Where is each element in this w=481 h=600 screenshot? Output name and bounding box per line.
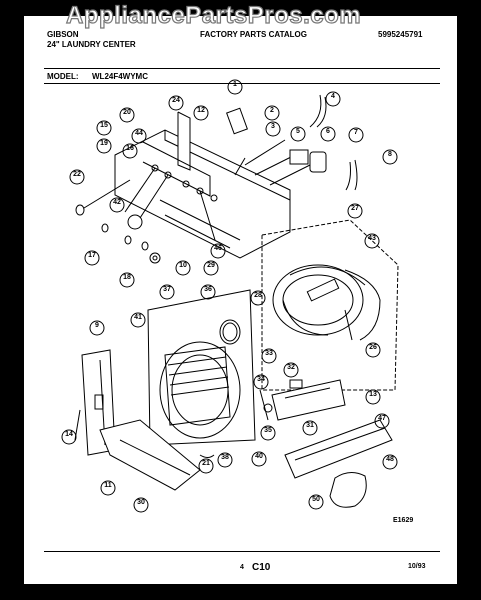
callout-44: 44 [135,130,143,137]
callout-36: 36 [204,286,212,293]
drum-assembly [261,219,399,391]
callout-14: 14 [65,431,73,438]
callout-33: 33 [265,350,273,357]
part-number: 5995245791 [378,30,423,39]
callout-16: 16 [126,145,134,152]
callout-19: 19 [100,140,108,147]
product-label: 24" LAUNDRY CENTER [47,40,136,49]
callout-50: 50 [312,496,320,503]
callout-13: 13 [369,391,377,398]
callout-9: 9 [95,322,99,329]
callout-7: 7 [354,129,358,136]
callout-6: 6 [326,128,330,135]
callout-48: 48 [386,456,394,463]
callout-2: 2 [270,107,274,114]
callout-bubbles [61,79,398,513]
callout-21: 21 [202,460,210,467]
heater-assembly [259,379,393,508]
callout-28: 28 [254,292,262,299]
callout-12: 12 [197,107,205,114]
callout-15: 15 [100,122,108,129]
watermark: AppliancePartsPros.com [65,1,362,29]
callout-4: 4 [331,93,335,100]
callout-24: 24 [172,97,180,104]
callout-40: 40 [255,453,263,460]
callout-20: 20 [123,109,131,116]
header-rule-bottom [44,83,440,84]
callout-29: 29 [207,262,215,269]
model-number: WL24F4WYMC [92,72,148,81]
brand-label: GIBSON [47,30,79,39]
callout-11: 11 [104,482,112,489]
control-panel-assembly [75,94,358,264]
callout-47: 47 [378,415,386,422]
callout-17: 17 [88,252,96,259]
callout-42: 42 [113,199,121,206]
callout-46: 46 [214,245,222,252]
callout-18: 18 [123,274,131,281]
footer-date: 10/93 [408,563,426,570]
footer-page: C10 [252,562,271,573]
callout-10: 10 [179,262,187,269]
callout-3: 3 [271,123,275,130]
figure-number: E1629 [393,517,414,524]
callout-32: 32 [287,364,295,371]
callout-31: 31 [306,422,314,429]
catalog-title: FACTORY PARTS CATALOG [200,30,307,39]
callout-43: 43 [368,235,376,242]
callout-35: 35 [264,427,272,434]
header-rule-top [44,68,440,69]
callout-37: 37 [163,286,171,293]
callout-26: 26 [369,344,377,351]
model-label: MODEL: [47,72,79,81]
callout-34: 34 [257,376,265,383]
callout-27: 27 [351,205,359,212]
footer-rule [44,551,440,552]
callout-5: 5 [296,128,300,135]
footer-left: 4 [240,564,244,571]
callout-30: 30 [137,499,145,506]
front-bulkhead-assembly [74,289,256,491]
callout-22: 22 [73,171,81,178]
callout-41: 41 [134,314,142,321]
callout-8: 8 [388,151,392,158]
callout-1: 1 [233,81,237,88]
callout-38: 38 [221,454,229,461]
